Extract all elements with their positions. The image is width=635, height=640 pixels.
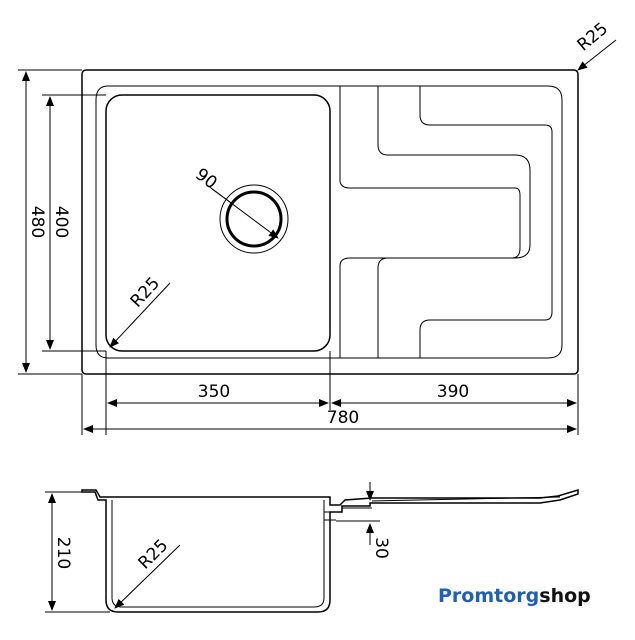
dim-bowl-radius: R25 bbox=[127, 274, 164, 312]
dim-drainer-depth: 30 bbox=[371, 537, 391, 559]
dim-drain-diameter: 90 bbox=[191, 165, 220, 194]
sink-inner-rim bbox=[95, 85, 563, 359]
side-view bbox=[81, 488, 579, 613]
extension-lines bbox=[18, 69, 579, 435]
drain-outer-circle bbox=[219, 184, 289, 254]
dim-line-side-radius bbox=[114, 544, 181, 609]
top-view bbox=[81, 69, 579, 375]
dim-line-outer-radius bbox=[577, 39, 617, 71]
dim-depth: 210 bbox=[53, 537, 73, 569]
bowl-outline bbox=[105, 94, 331, 352]
dim-overall-width: 780 bbox=[327, 408, 359, 428]
promtorgshop-logo[interactable]: Promtorgshop bbox=[438, 585, 591, 607]
dim-side-radius: R25 bbox=[135, 536, 173, 574]
dim-drainer-width: 390 bbox=[437, 382, 469, 402]
logo-part-promtorg: Promtorg bbox=[438, 585, 540, 607]
dim-line-bowl-radius bbox=[109, 282, 171, 348]
dim-outer-radius: R25 bbox=[574, 19, 612, 56]
drainer-groove-inner bbox=[419, 86, 553, 358]
dim-bowl-height: 400 bbox=[51, 206, 71, 238]
dim-bowl-width: 350 bbox=[198, 382, 230, 402]
side-profile-inner bbox=[111, 500, 325, 608]
drainer-groove-center bbox=[339, 86, 521, 358]
side-profile-outline bbox=[81, 488, 579, 613]
logo-part-shop: shop bbox=[539, 585, 591, 607]
dim-overall-height: 480 bbox=[27, 206, 47, 238]
drain-inner-circle bbox=[225, 190, 283, 248]
drainer-groove-outer bbox=[377, 86, 531, 358]
